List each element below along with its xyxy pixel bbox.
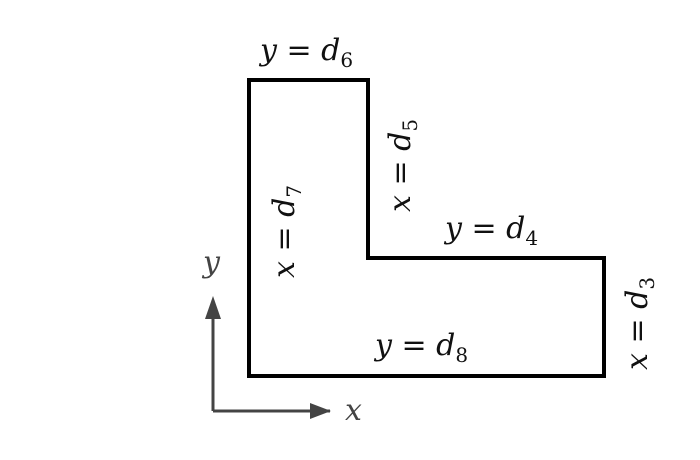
label-right-sub: 3 — [635, 277, 659, 290]
axes: x y — [201, 245, 362, 428]
label-inner-horizontal-lhs: y = d — [443, 211, 525, 246]
label-left-lhs: x = d — [267, 198, 302, 278]
label-top-lhs: y = d — [258, 33, 340, 68]
label-bottom-boundary: y = d8 — [373, 328, 468, 367]
y-axis-label: y — [201, 245, 221, 280]
label-bottom-lhs: y = d — [373, 328, 455, 363]
label-top-boundary: y = d6 — [258, 33, 353, 72]
label-inner-horizontal-boundary: y = d4 — [443, 211, 538, 250]
x-axis-label: x — [345, 393, 362, 428]
label-inner-vertical-sub: 5 — [398, 119, 422, 132]
y-axis-arrowhead — [205, 296, 221, 319]
label-inner-horizontal-sub: 4 — [525, 226, 538, 250]
label-left-sub: 7 — [282, 185, 306, 198]
label-left-boundary: x = d7 — [267, 185, 306, 278]
label-right-boundary: x = d3 — [620, 277, 659, 370]
label-right-lhs: x = d — [620, 290, 655, 370]
x-axis-arrowhead — [310, 403, 331, 419]
label-bottom-sub: 8 — [455, 343, 468, 367]
label-inner-vertical-lhs: x = d — [383, 132, 418, 212]
label-top-sub: 6 — [340, 48, 353, 72]
label-inner-vertical-boundary: x = d5 — [383, 119, 422, 212]
l-shape-outline — [247, 78, 606, 378]
